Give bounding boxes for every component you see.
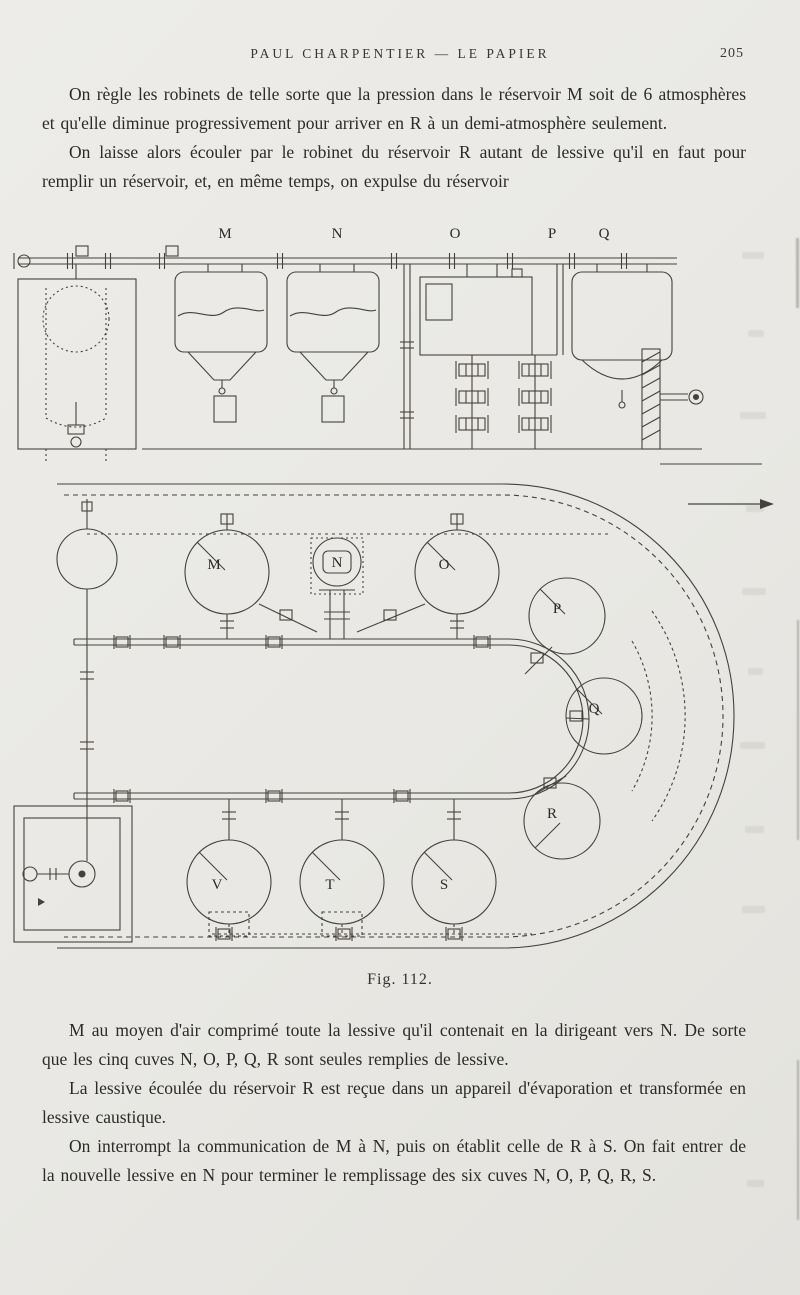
plan-label-M: M — [207, 557, 220, 573]
paragraph: On règle les robinets de telle sorte que… — [42, 84, 746, 133]
scan-smudge — [745, 826, 764, 833]
plan-label-Q: Q — [589, 701, 600, 717]
scan-smudge — [748, 668, 763, 675]
plan-label-S: S — [440, 877, 448, 893]
plan-view-diagram — [13, 483, 735, 949]
scan-smudge — [746, 505, 764, 512]
figure-caption: Fig. 112. — [367, 971, 433, 988]
paragraph: M au moyen d'air comprimé toute la lessi… — [42, 1020, 746, 1069]
plan-label-V: V — [212, 877, 223, 893]
plan-label-O: O — [439, 557, 450, 573]
side-view-diagram — [13, 245, 774, 509]
side-label-P: P — [548, 226, 556, 242]
top-paragraphs: On règle les robinets de telle sorte que… — [42, 80, 746, 196]
page-number: 205 — [720, 46, 744, 61]
figure-112-diagram: M N O P Q — [13, 226, 774, 949]
running-title: PAUL CHARPENTIER — LE PAPIER — [250, 46, 550, 61]
plan-label-R: R — [547, 806, 557, 822]
plan-label-T: T — [325, 877, 334, 893]
scan-edge-shadow — [797, 620, 799, 840]
plan-label-P: P — [553, 601, 561, 617]
scan-smudge — [742, 588, 766, 595]
side-label-M: M — [218, 226, 231, 242]
scan-smudge — [748, 330, 764, 337]
scan-edge-shadow — [796, 238, 799, 308]
scan-smudge — [747, 1180, 764, 1187]
scan-smudge — [742, 252, 764, 259]
scan-smudge — [742, 906, 765, 913]
scan-smudge — [740, 742, 765, 749]
figure-112: M N O P Q — [12, 222, 788, 962]
page-header: PAUL CHARPENTIER — LE PAPIER 205 — [0, 46, 800, 68]
plan-label-N: N — [332, 555, 343, 571]
bottom-paragraphs: M au moyen d'air comprimé toute la lessi… — [42, 1016, 746, 1190]
paragraph: On interrompt la communication de M à N,… — [42, 1136, 746, 1185]
scan-edge-shadow — [797, 1060, 799, 1220]
side-view-labels: M N O P Q — [218, 226, 609, 242]
side-label-Q: Q — [599, 226, 610, 242]
side-label-N: N — [332, 226, 343, 242]
scan-smudge — [740, 412, 766, 419]
paragraph: La lessive écoulée du réservoir R est re… — [42, 1078, 746, 1127]
plan-view-labels: M N O P Q R S T V — [207, 555, 599, 893]
side-label-O: O — [450, 226, 461, 242]
paragraph: On laisse alors écouler par le robinet d… — [42, 142, 746, 191]
